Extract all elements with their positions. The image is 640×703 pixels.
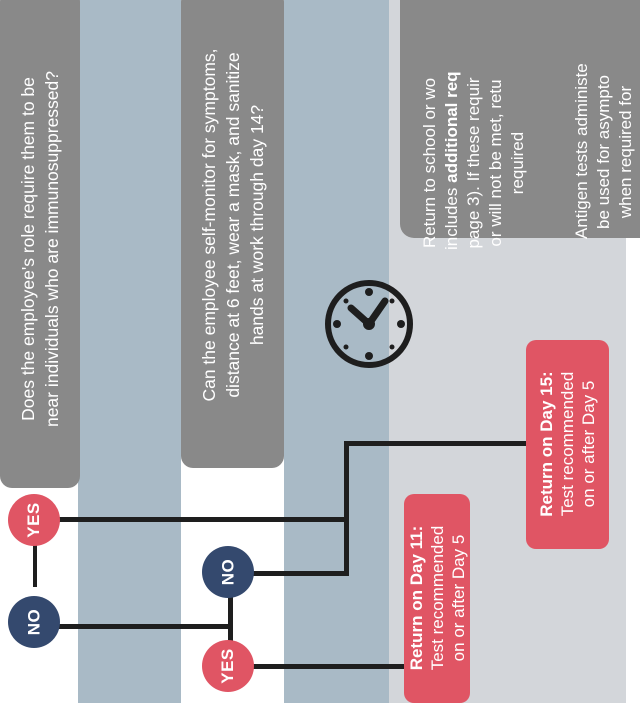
connector-line <box>252 571 348 576</box>
info-line-bold: additional req <box>442 71 461 183</box>
question-line: Does the employee's role require them to… <box>18 77 38 421</box>
info-line-prefix: includes <box>442 182 461 250</box>
connector-line <box>252 664 404 669</box>
outcome-line: Test recommended <box>557 371 577 517</box>
connector-line <box>344 441 349 576</box>
no-circle-q1: NO <box>8 596 60 648</box>
question-line: Can the employee self-monitor for sympto… <box>199 48 219 402</box>
yes-label: YES <box>218 648 237 684</box>
outcome-box-day11: Return on Day 11: Test recommended on or… <box>404 494 470 703</box>
info-line: required <box>508 131 527 195</box>
outcome-box-day15: Return on Day 15: Test recommended on or… <box>526 340 609 549</box>
connector-line <box>228 573 233 641</box>
no-label: NO <box>24 608 43 636</box>
outcome-title: Return on Day 15: <box>536 371 556 517</box>
question-box-immunosuppressed: Does the employee's role require them to… <box>0 0 80 488</box>
outcome-text-day11: Return on Day 11: Test recommended on or… <box>404 495 470 701</box>
yes-circle-q1: YES <box>8 494 60 546</box>
connector-line <box>33 515 37 587</box>
question-line: distance at 6 feet, wear a mask, and san… <box>223 52 243 398</box>
question-text-self-monitor: Can the employee self-monitor for sympto… <box>194 0 272 460</box>
info-box: Return to school or wo includes addition… <box>400 0 640 250</box>
outcome-line: on or after Day 5 <box>578 380 598 508</box>
info-line: Antigen tests administe <box>572 63 591 239</box>
info-line: includes additional req <box>441 71 463 250</box>
outcome-line: on or after Day 5 <box>448 534 468 662</box>
band-blue-left <box>78 0 181 703</box>
info-line: page 3). If these requir <box>464 77 483 249</box>
info-line: Return to school or wo <box>420 77 439 249</box>
question-line: near individuals who are immunosuppresse… <box>42 70 62 428</box>
connector-line <box>58 517 348 522</box>
clock-icon <box>323 278 415 370</box>
no-label: NO <box>218 558 237 586</box>
info-line: be used for asympto <box>594 74 613 230</box>
connector-line <box>52 624 232 629</box>
question-text-immunosuppressed: Does the employee's role require them to… <box>11 14 69 484</box>
question-line: hands at work through day 14? <box>247 104 267 346</box>
outcome-text-day15: Return on Day 15: Test recommended on or… <box>534 341 600 547</box>
outcome-line: Test recommended <box>427 525 447 671</box>
outcome-title: Return on Day 11: <box>406 525 426 671</box>
info-line: or will not be met, retu <box>486 79 505 247</box>
info-paragraph-2: Antigen tests administe be used for asym… <box>571 63 637 239</box>
info-line: when required for <box>616 85 635 219</box>
info-paragraph-1: Return to school or wo includes addition… <box>419 71 529 250</box>
connector-line <box>344 441 530 446</box>
no-circle-q2: NO <box>202 546 254 598</box>
yes-label: YES <box>24 502 43 538</box>
question-box-self-monitor: Can the employee self-monitor for sympto… <box>181 0 284 468</box>
yes-circle-q2: YES <box>202 640 254 692</box>
